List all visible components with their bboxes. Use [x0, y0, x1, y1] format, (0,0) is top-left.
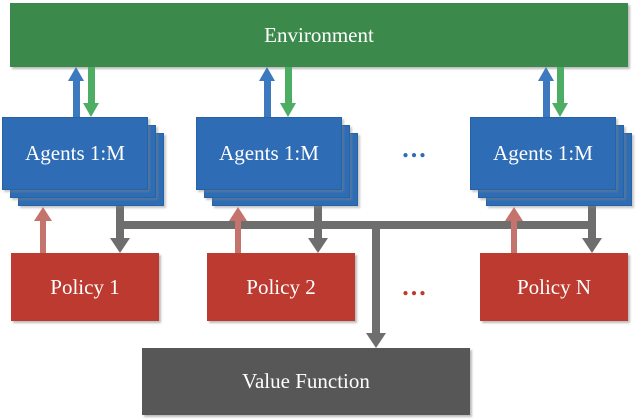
environment-label: Environment: [264, 22, 374, 47]
policy-box-1: Policy 1: [11, 253, 159, 321]
up-arrowhead-icon: [34, 207, 52, 221]
connector-bus-line: [116, 221, 596, 229]
policy-label: Policy 2: [246, 274, 316, 299]
policy-box-2: Policy 2: [207, 253, 355, 321]
down-arrowhead-icon: [552, 103, 568, 117]
agents-box-3: Agents 1:M: [470, 117, 616, 190]
agents-stack-2: Agents 1:M: [196, 117, 360, 208]
agents-label: Agents 1:M: [493, 141, 593, 165]
agents-box-1: Agents 1:M: [2, 117, 148, 190]
environment-box: Environment: [10, 3, 628, 67]
connector-agents1-down: [116, 193, 124, 238]
arrow-into-value-function: [366, 333, 386, 348]
agents-ellipsis: ...: [402, 134, 428, 163]
value-function-label: Value Function: [242, 369, 370, 393]
up-arrowhead-icon: [505, 207, 523, 221]
agents-label: Agents 1:M: [25, 141, 125, 165]
value-function-box: Value Function: [142, 348, 470, 415]
arrow-into-policyN: [582, 238, 602, 253]
arrow-into-policy2: [308, 238, 328, 253]
policies-ellipsis: ...: [402, 272, 428, 301]
policy-label: Policy N: [516, 274, 592, 299]
connector-to-value-function: [372, 221, 380, 333]
arrow-into-policy1: [110, 238, 130, 253]
down-arrowhead-icon: [280, 103, 296, 117]
up-arrowhead-icon: [538, 67, 554, 81]
up-arrowhead-icon: [68, 67, 84, 81]
connector-agents3-down: [588, 193, 596, 238]
agents-stack-3: Agents 1:M: [470, 117, 634, 208]
connector-agents2-down: [314, 193, 322, 238]
policy-label: Policy 1: [50, 274, 120, 299]
agents-stack-1: Agents 1:M: [2, 117, 166, 208]
down-arrowhead-icon: [83, 103, 99, 117]
up-arrowhead-icon: [229, 207, 247, 221]
agents-label: Agents 1:M: [219, 141, 319, 165]
policy-box-N: Policy N: [480, 253, 628, 321]
up-arrowhead-icon: [259, 67, 275, 81]
agents-box-2: Agents 1:M: [196, 117, 342, 190]
